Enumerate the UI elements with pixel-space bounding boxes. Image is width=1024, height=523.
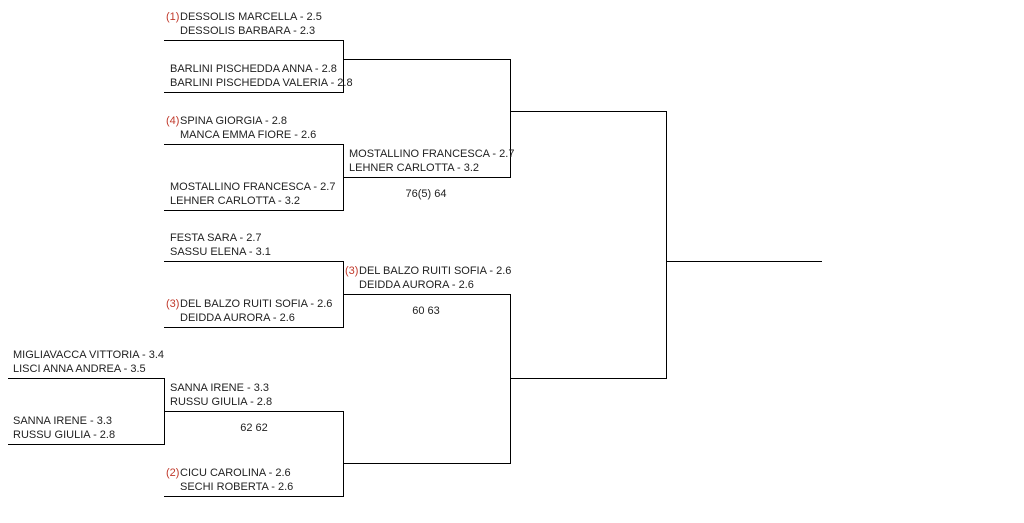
r2-score-7: 62 62 [240, 422, 268, 434]
r1-entry-2: SANNA IRENE - 3.3 RUSSU GIULIA - 2.8 [13, 414, 115, 442]
r2-entry-2-p2: BARLINI PISCHEDDA VALERIA - 2.8 [170, 77, 353, 89]
r2-entry-6-p1: DEL BALZO RUITI SOFIA - 2.6 [180, 298, 333, 310]
r2-entry-4: MOSTALLINO FRANCESCA - 2.7 LEHNER CARLOT… [170, 180, 335, 208]
r2-entry-2-p1: BARLINI PISCHEDDA ANNA - 2.8 [170, 63, 337, 75]
seed-label: (4) [166, 115, 180, 127]
r3-entry-1: MOSTALLINO FRANCESCA - 2.7 LEHNER CARLOT… [349, 147, 514, 175]
r2-entry-3-p2: MANCA EMMA FIORE - 2.6 [180, 129, 317, 141]
r2-entry-1-p1: DESSOLIS MARCELLA - 2.5 [180, 11, 322, 23]
r3-entry-1-p2: LEHNER CARLOTTA - 3.2 [349, 162, 479, 174]
r3-entry-2-p2: DEIDDA AURORA - 2.6 [359, 279, 474, 291]
r2-entry-8-p2: SECHI ROBERTA - 2.6 [180, 481, 294, 493]
r2-entry-3: (4)SPINA GIORGIA - 2.8 MANCA EMMA FIORE … [166, 114, 316, 142]
r1-entry-1-p2: LISCI ANNA ANDREA - 3.5 [13, 363, 146, 375]
r2-entry-1: (1)DESSOLIS MARCELLA - 2.5 DESSOLIS BARB… [166, 10, 322, 38]
r2-entry-5: FESTA SARA - 2.7 SASSU ELENA - 3.1 [170, 231, 271, 259]
r1-entry-1: MIGLIAVACCA VITTORIA - 3.4 LISCI ANNA AN… [13, 348, 164, 376]
r2-entry-6: (3)DEL BALZO RUITI SOFIA - 2.6 DEIDDA AU… [166, 297, 332, 325]
r2-entry-5-p1: FESTA SARA - 2.7 [170, 232, 262, 244]
seed-label: (1) [166, 11, 180, 23]
r2-entry-3-p1: SPINA GIORGIA - 2.8 [180, 115, 287, 127]
r2-entry-1-p2: DESSOLIS BARBARA - 2.3 [180, 25, 316, 37]
r2-entry-7-p1: SANNA IRENE - 3.3 [170, 382, 270, 394]
r3-score-2: 60 63 [412, 305, 440, 317]
r1-entry-2-p2: RUSSU GIULIA - 2.8 [13, 429, 116, 441]
r1-entry-1-p1: MIGLIAVACCA VITTORIA - 3.4 [13, 349, 164, 361]
r3-entry-1-p1: MOSTALLINO FRANCESCA - 2.7 [349, 148, 515, 160]
r3-entry-2: (3)DEL BALZO RUITI SOFIA - 2.6 DEIDDA AU… [345, 264, 511, 292]
r2-entry-5-p2: SASSU ELENA - 3.1 [170, 246, 271, 258]
r2-entry-7-p2: RUSSU GIULIA - 2.8 [170, 396, 273, 408]
r2-entry-2: BARLINI PISCHEDDA ANNA - 2.8 BARLINI PIS… [170, 62, 353, 90]
r2-entry-4-p2: LEHNER CARLOTTA - 3.2 [170, 195, 300, 207]
seed-label: (2) [166, 467, 180, 479]
seed-label: (3) [345, 265, 359, 277]
r2-entry-8-p1: CICU CAROLINA - 2.6 [180, 467, 291, 479]
r2-entry-7: SANNA IRENE - 3.3 RUSSU GIULIA - 2.8 [170, 381, 272, 409]
r1-entry-2-p1: SANNA IRENE - 3.3 [13, 415, 113, 427]
seed-label: (3) [166, 298, 180, 310]
r3-score-1: 76(5) 64 [405, 188, 447, 200]
r3-entry-2-p1: DEL BALZO RUITI SOFIA - 2.6 [359, 265, 512, 277]
r2-entry-8: (2)CICU CAROLINA - 2.6 SECHI ROBERTA - 2… [166, 466, 293, 494]
r2-entry-6-p2: DEIDDA AURORA - 2.6 [180, 312, 295, 324]
r2-entry-4-p1: MOSTALLINO FRANCESCA - 2.7 [170, 181, 336, 193]
